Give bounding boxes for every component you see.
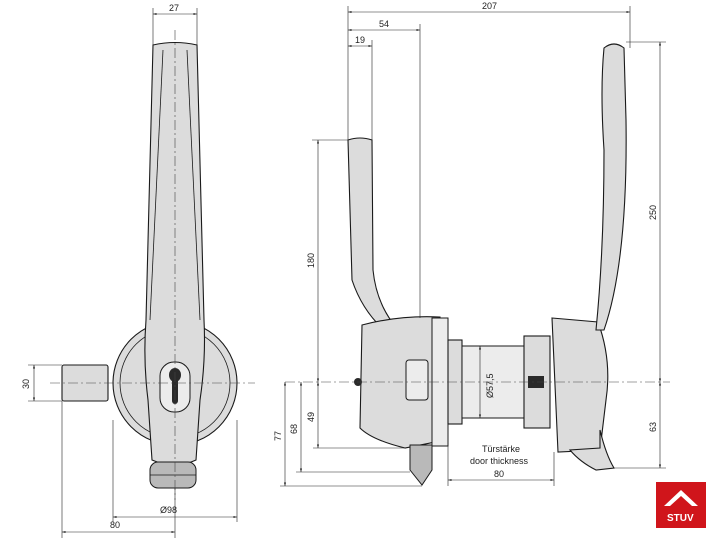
- outer-rose: [551, 317, 609, 453]
- dim-offset-54: 54: [379, 19, 389, 29]
- label-door-thickness-de: Türstärke: [482, 444, 520, 454]
- dim-door-span: 80: [494, 469, 504, 479]
- logo-text: STUV: [667, 513, 694, 524]
- outer-handle-blade: [595, 43, 627, 331]
- dim-height-49: 49: [306, 412, 316, 422]
- dim-shaft-diameter: 30: [21, 379, 31, 389]
- lever-blade-front: [144, 41, 206, 466]
- dim-overall-length: 207: [482, 1, 497, 11]
- key-insert: [528, 376, 544, 388]
- dim-rosette-diameter: Ø98: [160, 505, 177, 515]
- dim-handle-lower: 63: [648, 422, 658, 432]
- dim-offset-19: 19: [355, 35, 365, 45]
- outer-handle-lower: [568, 429, 615, 471]
- latch-bolt: [405, 359, 429, 401]
- front-view: 27 30 Ø98 80: [21, 3, 255, 538]
- inner-lever: [347, 137, 393, 331]
- stuv-logo: STUV: [656, 482, 706, 528]
- dim-lever-height: 180: [306, 253, 316, 268]
- side-view: 207 54 19 180 77 68 49 Ø57,5 250: [273, 1, 670, 487]
- logo-roof-icon: [664, 490, 698, 506]
- label-door-thickness-en: door thickness: [470, 456, 529, 466]
- dim-height-68: 68: [289, 424, 299, 434]
- dim-handle-height: 250: [648, 205, 658, 220]
- bottom-spindle: [409, 444, 433, 486]
- dim-cylinder-diameter: Ø57,5: [485, 373, 495, 398]
- dim-width-top: 27: [169, 3, 179, 13]
- dim-overall-width: 80: [110, 520, 120, 530]
- dim-height-77: 77: [273, 431, 283, 441]
